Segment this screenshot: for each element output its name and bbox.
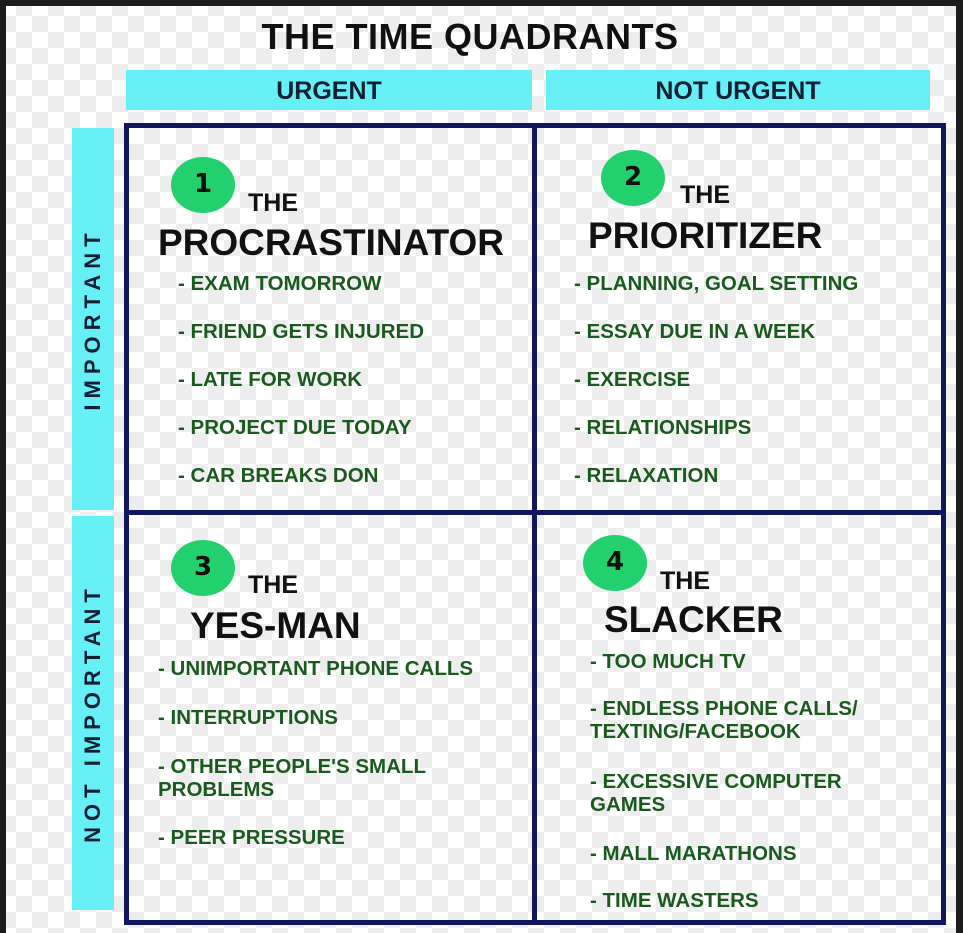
quadrant-item: - TOO MUCH TV bbox=[590, 650, 746, 673]
quadrant-item: - CAR BREAKS DON bbox=[178, 464, 379, 487]
quadrant-item: - RELAXATION bbox=[574, 464, 719, 487]
quadrant-the-label: THE bbox=[248, 189, 298, 217]
column-header-urgent: URGENT bbox=[126, 70, 532, 110]
quadrant-item: - FRIEND GETS INJURED bbox=[178, 320, 425, 343]
quadrant-number-badge: 3 bbox=[171, 540, 235, 596]
quadrant-number-badge: 4 bbox=[583, 535, 647, 591]
quadrant-item: - LATE FOR WORK bbox=[178, 368, 363, 391]
quadrant-item: - TIME WASTERS bbox=[590, 889, 759, 912]
quadrant-item: - PEER PRESSURE bbox=[158, 826, 345, 849]
quadrant-item: - RELATIONSHIPS bbox=[574, 416, 752, 439]
quadrant-item: - OTHER PEOPLE'S SMALL PROBLEMS bbox=[158, 755, 426, 801]
quadrant-name: PROCRASTINATOR bbox=[158, 222, 505, 263]
quadrant-number-badge: 1 bbox=[171, 157, 235, 213]
quadrant-item: - MALL MARATHONS bbox=[590, 842, 797, 865]
quadrant-item: - EXAM TOMORROW bbox=[178, 272, 382, 295]
quadrant-item: - ENDLESS PHONE CALLS/ TEXTING/FACEBOOK bbox=[590, 697, 858, 743]
quadrant-item: - INTERRUPTIONS bbox=[158, 706, 338, 729]
frame-right-border bbox=[956, 0, 963, 933]
quadrant-the-label: THE bbox=[660, 567, 710, 595]
quadrant-item: - PROJECT DUE TODAY bbox=[178, 416, 412, 439]
column-header-not-urgent: NOT URGENT bbox=[546, 70, 930, 110]
grid-vertical-divider bbox=[532, 123, 537, 925]
quadrant-item: - PLANNING, GOAL SETTING bbox=[574, 272, 859, 295]
grid-horizontal-divider bbox=[124, 510, 946, 515]
row-header-not-important: NOT IMPORTANT bbox=[72, 516, 114, 910]
quadrant-item: - ESSAY DUE IN A WEEK bbox=[574, 320, 816, 343]
quadrant-item: - EXERCISE bbox=[574, 368, 691, 391]
quadrant-name: SLACKER bbox=[604, 599, 783, 640]
quadrant-item: - UNIMPORTANT PHONE CALLS bbox=[158, 657, 474, 680]
quadrant-number-badge: 2 bbox=[601, 150, 665, 206]
diagram-title: THE TIME QUADRANTS bbox=[261, 16, 679, 57]
frame-top-border bbox=[0, 0, 963, 6]
quadrant-the-label: THE bbox=[248, 571, 298, 599]
frame-left-border bbox=[0, 0, 6, 933]
quadrant-item: - EXCESSIVE COMPUTER GAMES bbox=[590, 770, 842, 816]
row-label-not-important: NOT IMPORTANT bbox=[80, 583, 105, 843]
row-label-important: IMPORTANT bbox=[80, 227, 105, 411]
quadrant-name: YES-MAN bbox=[190, 605, 361, 646]
quadrant-name: PRIORITIZER bbox=[588, 215, 823, 256]
quadrant-the-label: THE bbox=[680, 181, 730, 209]
row-header-important: IMPORTANT bbox=[72, 128, 114, 510]
